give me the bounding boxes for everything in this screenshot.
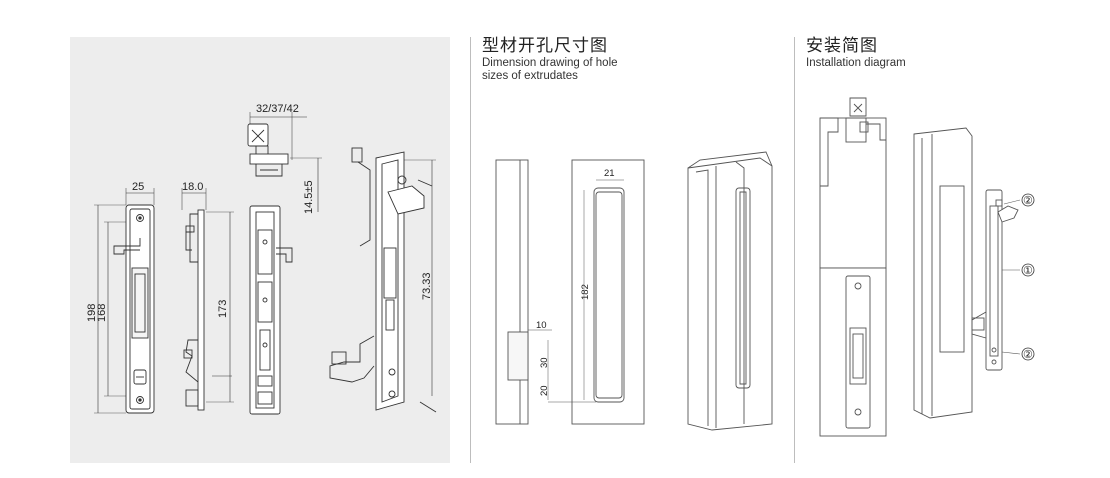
dim-198: 198 — [86, 304, 98, 322]
callout-circles — [1021, 193, 1035, 361]
callout-1: ① — [1023, 265, 1033, 277]
key-cylinder — [247, 112, 322, 212]
install-iso-view — [913, 127, 1021, 419]
dim-173: 173 — [217, 300, 229, 318]
hole-title-en-1: Dimension drawing of hole — [482, 57, 618, 69]
dim-20: 20 — [539, 385, 550, 396]
lock-iso-view — [329, 147, 437, 413]
dim-25: 25 — [132, 181, 144, 193]
install-title-en: Installation diagram — [806, 57, 906, 69]
profile-side — [495, 159, 552, 425]
profile-iso — [687, 151, 773, 431]
dim-21: 21 — [604, 168, 615, 179]
dim-key-height: 14.5±5 — [303, 180, 315, 214]
install-title-cn: 安装简图 — [806, 36, 878, 55]
lock-front-view — [94, 188, 155, 414]
callout-2-top: ② — [1023, 195, 1033, 207]
dim-73: 73.33 — [421, 272, 433, 300]
install-section-header: 安装简图 Installation diagram — [806, 36, 906, 69]
dim-182: 182 — [580, 284, 591, 300]
hole-title-cn: 型材开孔尺寸图 — [482, 36, 608, 55]
divider-2 — [794, 37, 795, 463]
hole-title-en-2: sizes of extrudates — [482, 70, 578, 82]
lock-side-view — [181, 188, 234, 411]
profile-front — [548, 159, 645, 425]
hole-section-header: 型材开孔尺寸图 Dimension drawing of hole sizes … — [482, 36, 618, 82]
install-section-view — [819, 97, 887, 437]
callout-2-bottom: ② — [1023, 349, 1033, 361]
divider-1 — [470, 37, 471, 463]
dim-key-width: 32/37/42 — [256, 103, 299, 115]
lock-back-view — [249, 205, 293, 415]
dim-18: 18.0 — [182, 181, 203, 193]
dim-168: 168 — [96, 304, 108, 322]
dim-30: 30 — [539, 357, 550, 368]
dim-10: 10 — [536, 320, 547, 331]
